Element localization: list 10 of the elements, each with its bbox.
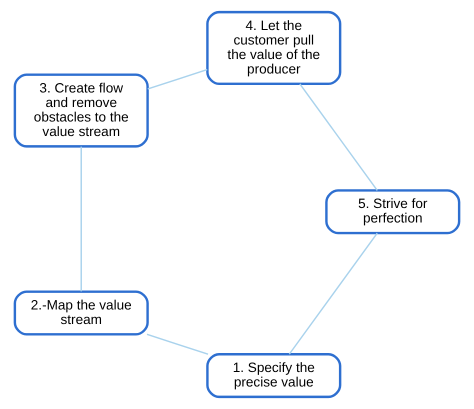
connector bbox=[80, 146, 82, 292]
connector bbox=[288, 232, 378, 355]
node-box: 3. Create flow and remove obstacles to the value stream bbox=[14, 74, 149, 148]
connector bbox=[146, 334, 208, 355]
node-box: 5. Strive for perfection bbox=[325, 189, 460, 234]
node-box: 1. Specify the precise value bbox=[206, 353, 342, 398]
node-box: 2.-Map the value stream bbox=[14, 290, 149, 336]
connector bbox=[299, 84, 378, 191]
node-box: 4. Let the customer pull the value of the producer bbox=[206, 10, 342, 86]
connector bbox=[148, 68, 208, 90]
